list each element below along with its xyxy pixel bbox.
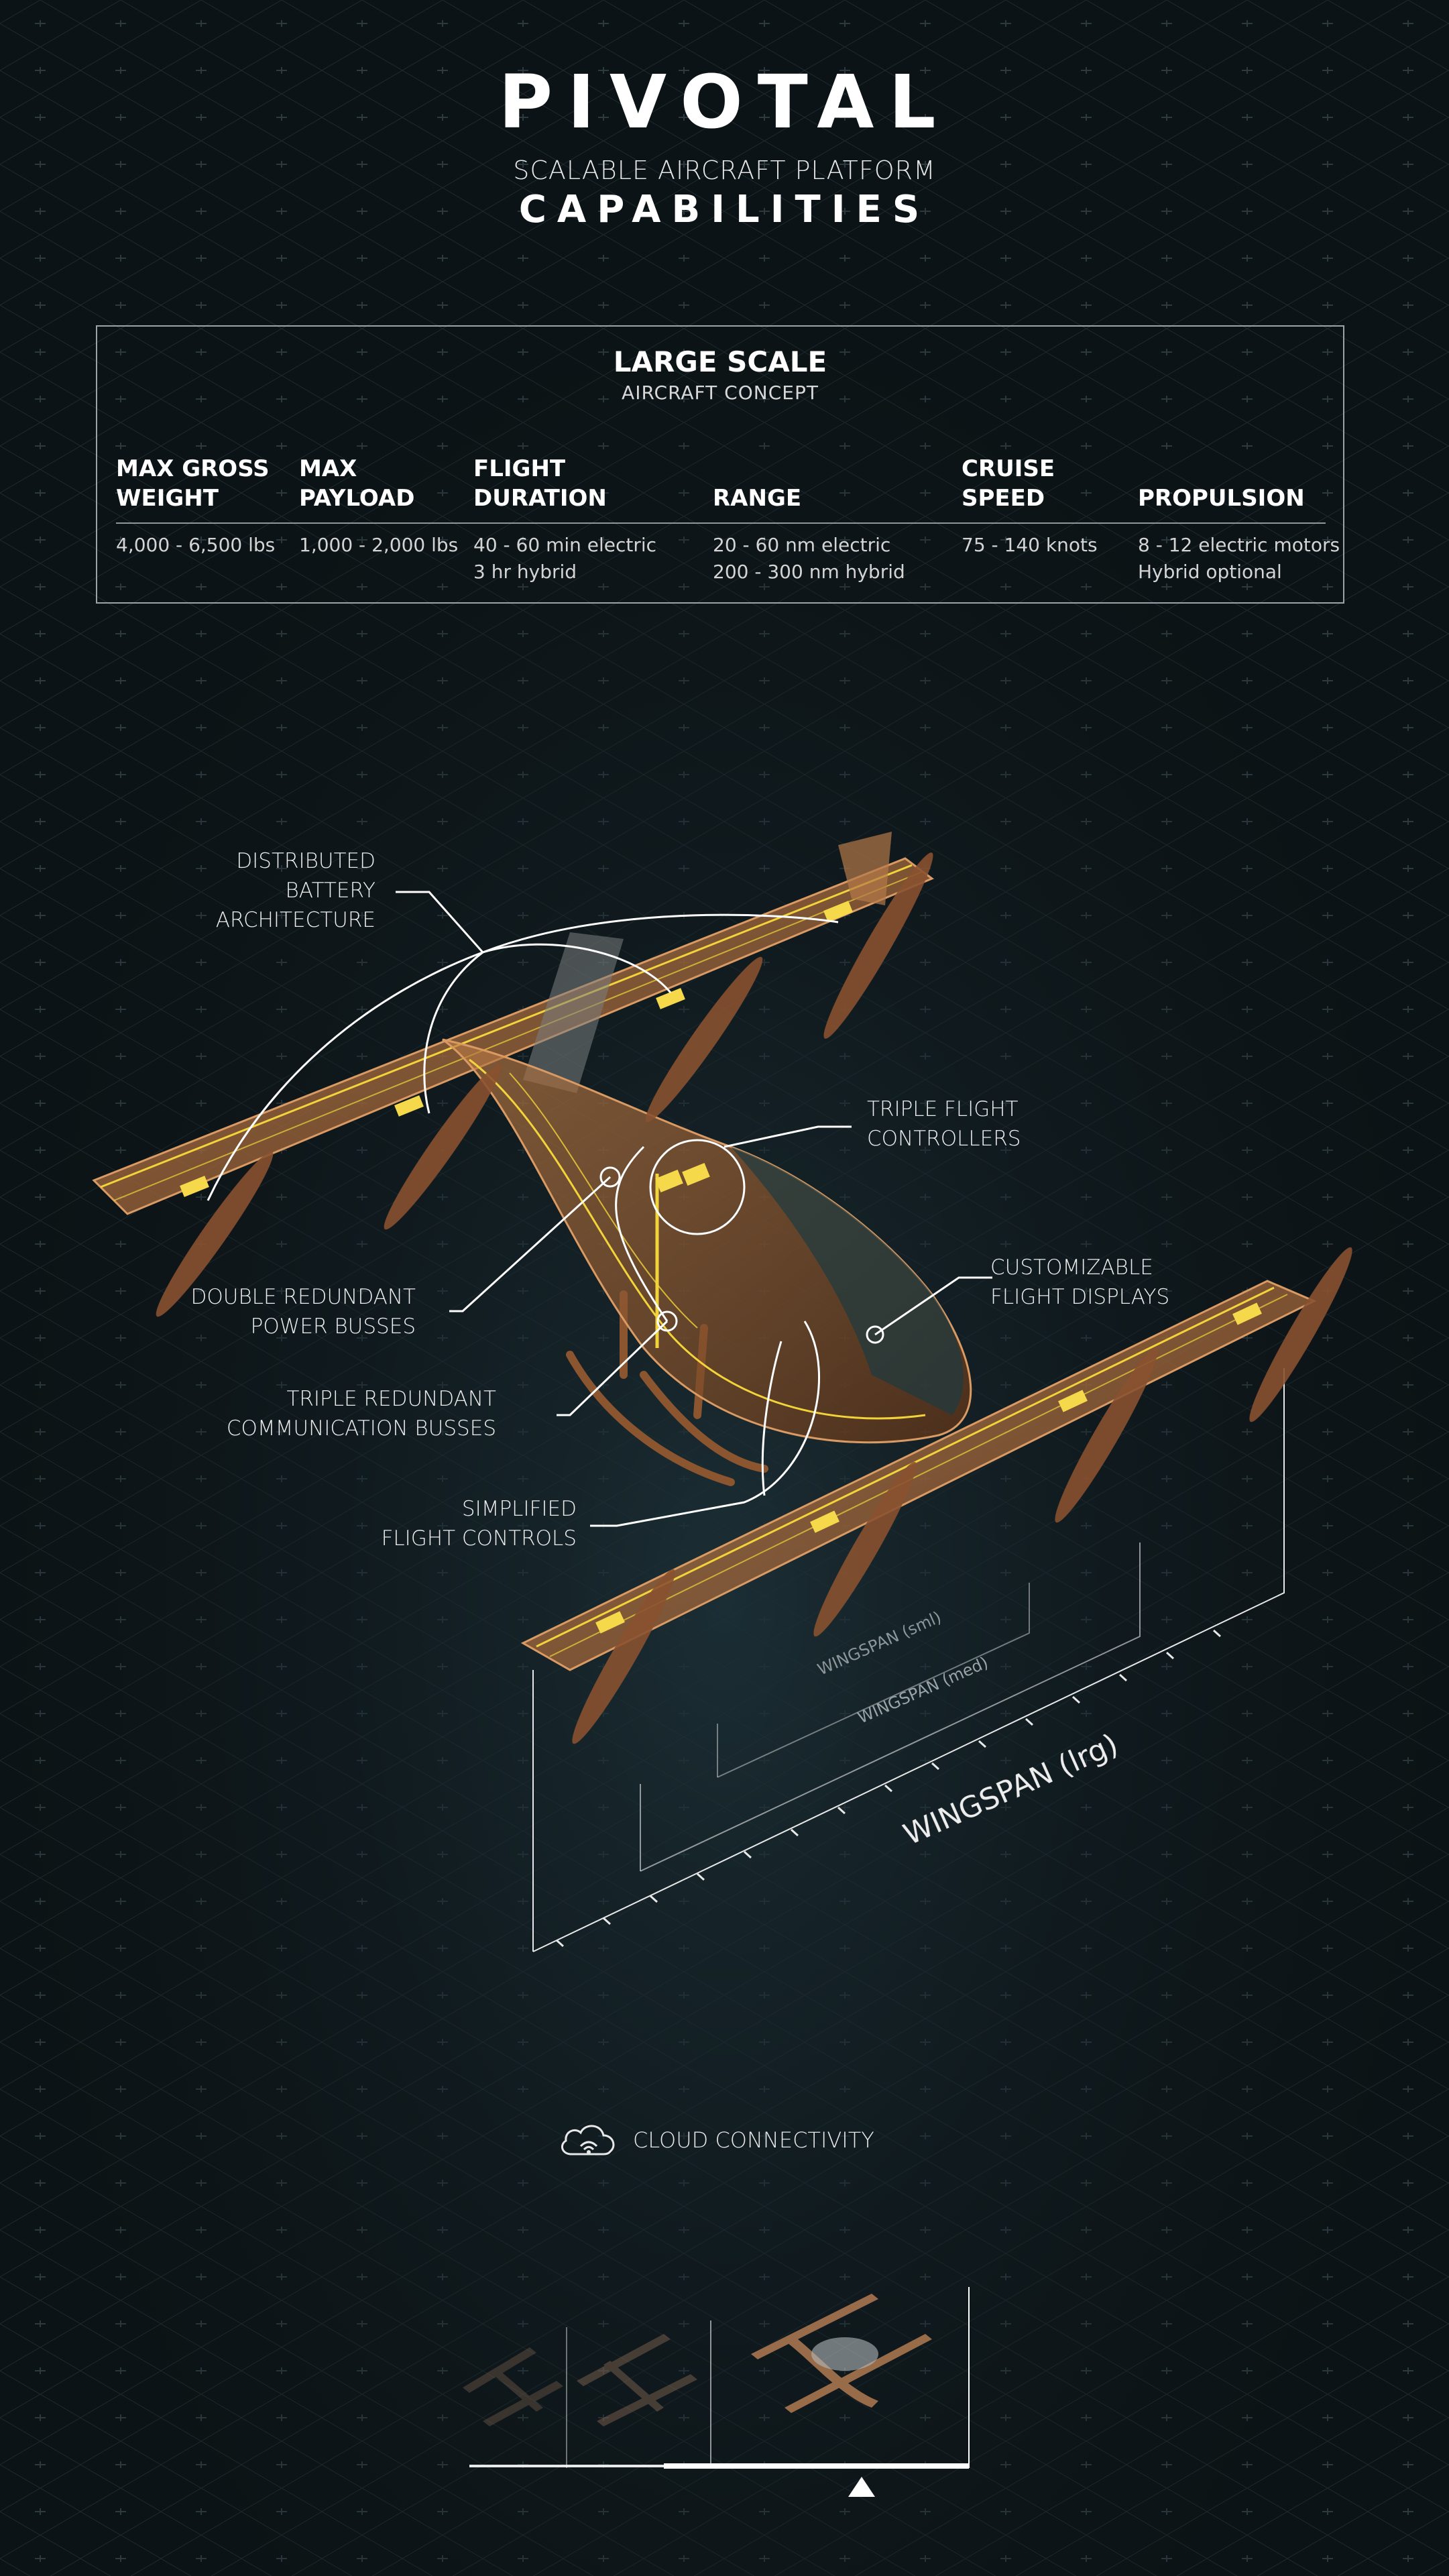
propellers — [156, 852, 1352, 1744]
scale-indicator-icon — [848, 2477, 875, 2497]
spec-table: LARGE SCALE AIRCRAFT CONCEPT MAX GROSS W… — [96, 325, 1344, 604]
aircraft-thumbnail-small — [463, 2347, 563, 2426]
callout-flight-controllers: TRIPLE FLIGHT CONTROLLERS — [867, 1097, 1021, 1151]
cloud-wifi-icon — [561, 2125, 615, 2155]
page-subtitle: SCALABLE AIRCRAFT PLATFORM — [513, 156, 936, 185]
spec-header-payload: MAX PAYLOAD — [299, 455, 415, 512]
spec-header-propulsion: PROPULSION — [1138, 485, 1305, 512]
spec-title: LARGE SCALE — [613, 345, 827, 378]
callout-flight-controls: SIMPLIFIED FLIGHT CONTROLS — [381, 1497, 577, 1551]
callout-power-busses: DOUBLE REDUNDANT POWER BUSSES — [190, 1285, 416, 1339]
page-title: CAPABILITIES — [518, 188, 931, 231]
wingspan-dimension-lines — [532, 1368, 1285, 1952]
spec-header-range: RANGE — [713, 485, 802, 512]
spec-value-speed: 75 - 140 knots — [962, 534, 1098, 556]
spec-divider — [116, 522, 1326, 524]
callout-leader-lines — [207, 891, 992, 1527]
brand-logo: PIVOTAL — [498, 59, 951, 145]
spec-subtitle: AIRCRAFT CONCEPT — [622, 382, 819, 404]
aircraft-thumbnail-medium — [577, 2334, 697, 2426]
spec-value-range: 20 - 60 nm electric 200 - 300 nm hybrid — [713, 534, 905, 583]
spec-header-duration: FLIGHT DURATION — [473, 455, 607, 512]
rear-fin — [838, 832, 892, 905]
scale-selector — [463, 2287, 970, 2497]
spec-value-propulsion: 8 - 12 electric motors Hybrid optional — [1138, 534, 1340, 583]
aircraft-illustration — [92, 832, 1352, 1952]
callout-communication-busses: TRIPLE REDUNDANT COMMUNICATION BUSSES — [226, 1387, 496, 1441]
scale-track-selected — [664, 2463, 969, 2469]
aircraft-thumbnail-large — [751, 2294, 932, 2413]
tail-fin — [523, 932, 624, 1093]
spec-header-weight: MAX GROSS WEIGHT — [116, 455, 270, 512]
fuselage — [442, 1038, 972, 1444]
spec-value-payload: 1,000 - 2,000 lbs — [299, 534, 459, 556]
spec-value-duration: 40 - 60 min electric 3 hr hybrid — [473, 534, 657, 583]
battery-packs — [180, 901, 1262, 1634]
cloud-connectivity-label: CLOUD CONNECTIVITY — [633, 2127, 874, 2153]
callout-flight-displays: CUSTOMIZABLE FLIGHT DISPLAYS — [990, 1255, 1170, 1309]
callout-battery-architecture: DISTRIBUTED BATTERY ARCHITECTURE — [215, 849, 375, 932]
spec-header-speed: CRUISE SPEED — [962, 455, 1055, 512]
spec-value-weight: 4,000 - 6,500 lbs — [116, 534, 276, 556]
